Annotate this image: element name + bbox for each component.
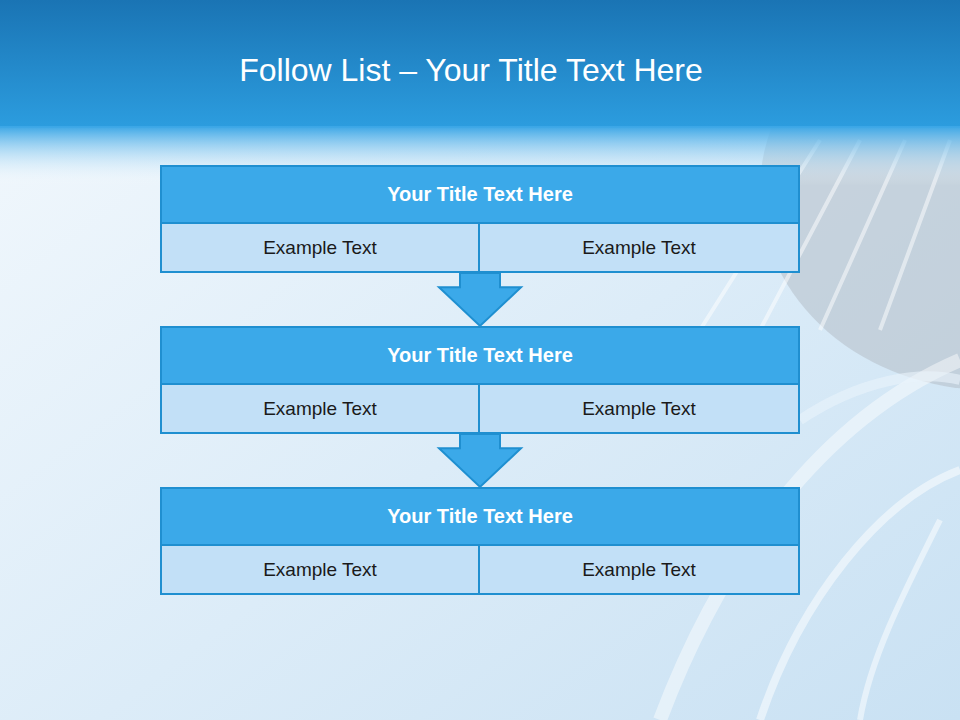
step-heading: Your Title Text Here: [162, 489, 798, 544]
example-cell: Example Text: [162, 222, 480, 271]
step-box: Your Title Text HereExample Text Example …: [160, 165, 800, 273]
cell-text: Example Text: [263, 237, 377, 259]
example-cell: Example Text: [162, 383, 480, 432]
step-heading: Your Title Text Here: [162, 328, 798, 383]
step-heading: Your Title Text Here: [162, 167, 798, 222]
cell-text: Example Text: [263, 559, 377, 581]
cell-text: Example Text: [582, 559, 696, 581]
slide-title: Follow List – Your Title Text Here: [0, 52, 942, 89]
step-box: Your Title Text HereExample Text Example …: [160, 487, 800, 595]
cell-text: Example Text: [263, 398, 377, 420]
cell-text: Example Text: [582, 237, 696, 259]
example-cell: Example Text: [162, 544, 480, 593]
cell-text: Example Text: [582, 398, 696, 420]
step-box: Your Title Text HereExample Text Example …: [160, 326, 800, 434]
example-cell: Example Text: [480, 383, 798, 432]
flow-arrow: [439, 273, 521, 326]
header-band: [0, 0, 960, 128]
example-cell: Example Text: [480, 222, 798, 271]
flow-arrow: [439, 434, 521, 487]
example-cell: Example Text: [480, 544, 798, 593]
